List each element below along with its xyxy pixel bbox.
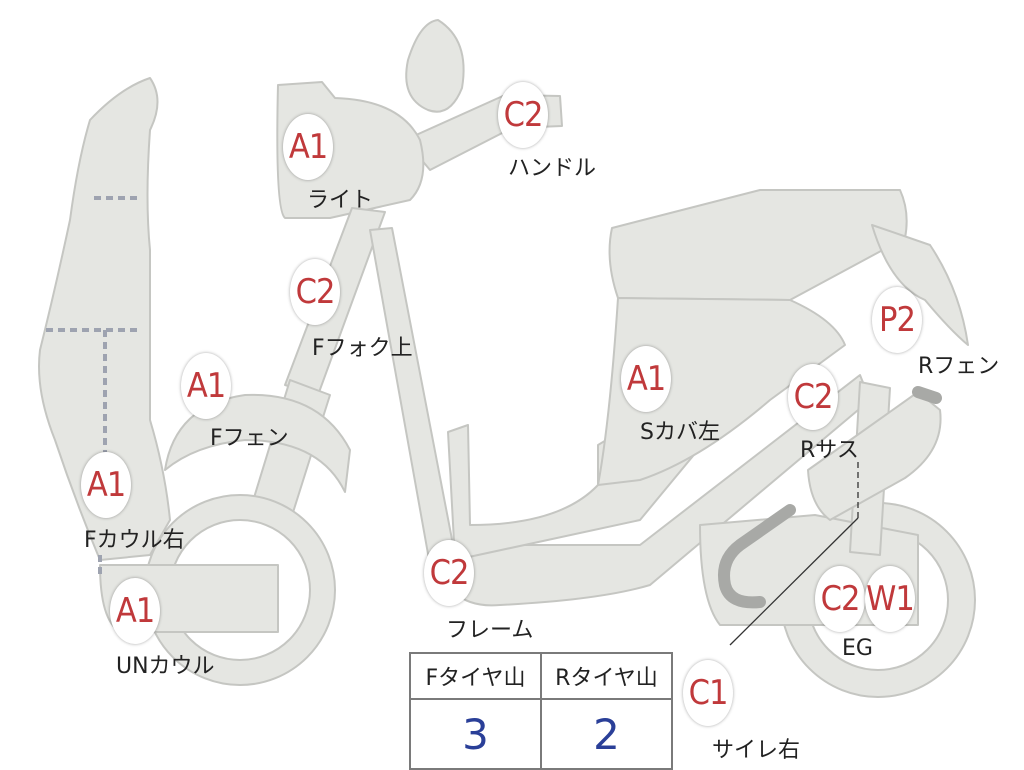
part-label-r-suspension: Rサス: [800, 438, 859, 463]
mirror: [405, 19, 465, 113]
part-badge-handle: C2: [498, 82, 548, 148]
rear-fender: [871, 224, 969, 346]
rear-tire-tread-value: 2: [540, 698, 673, 770]
part-badge-f-fork-upper: C2: [290, 259, 340, 325]
seat: [608, 189, 908, 301]
rear-tire-tread-header: Rタイヤ山: [540, 652, 673, 700]
part-label-engine: EG: [842, 636, 873, 661]
part-badge-light: A1: [283, 114, 333, 180]
tire-tread-table: Fタイヤ山 Rタイヤ山 3 2: [409, 652, 673, 770]
front-tire-tread-header: Fタイヤ山: [409, 652, 542, 700]
part-label-f-cowl-right: Fカウル右: [84, 528, 185, 553]
part-badge-r-fender: P2: [872, 287, 922, 353]
part-badge-f-cowl-right: A1: [81, 452, 131, 518]
part-badge-side-cover-left: A1: [621, 346, 671, 412]
part-badge-frame: C2: [424, 540, 474, 606]
steering-column: [369, 227, 456, 566]
part-badge-w1: W1: [865, 566, 915, 632]
part-label-handle: ハンドル: [508, 156, 597, 181]
part-label-frame: フレーム: [446, 618, 534, 643]
part-badge-silencer-right: C1: [683, 660, 733, 726]
part-badge-under-cowl: A1: [110, 578, 160, 644]
part-badge-f-fender: A1: [181, 353, 231, 419]
rear-shock-rod: [912, 386, 942, 404]
part-badge-r-suspension: C2: [788, 364, 838, 430]
part-label-f-fork-upper: Fフォク上: [312, 336, 413, 361]
part-label-f-fender: Fフェン: [210, 426, 289, 451]
part-badge-engine: C2: [815, 566, 865, 632]
part-label-under-cowl: UNカウル: [116, 654, 215, 679]
part-label-light: ライト: [307, 188, 374, 213]
air-box: [807, 391, 942, 521]
part-label-r-fender: Rフェン: [918, 354, 1000, 379]
side-cover: [597, 297, 846, 486]
part-label-silencer-right: サイレ右: [712, 738, 801, 763]
exhaust-pipe: [718, 504, 796, 609]
front-tire-tread-value: 3: [409, 698, 542, 770]
front-cowl: [38, 77, 171, 561]
part-label-side-cover-left: Sカバ左: [640, 420, 720, 445]
